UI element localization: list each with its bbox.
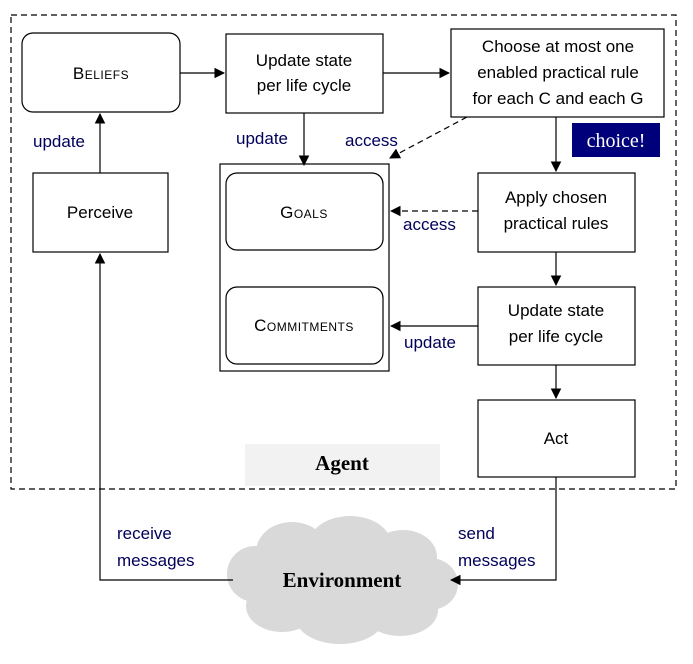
label-receive-line1: receive — [117, 524, 172, 543]
act-label: Act — [544, 429, 569, 448]
agent-label-bg — [245, 444, 440, 486]
goals-node — [225, 172, 384, 251]
commitments-node — [225, 286, 384, 365]
label-send-line1: send — [458, 524, 495, 543]
update-state-top-node — [225, 33, 384, 114]
label-update-commitments: update — [404, 333, 456, 352]
perceive-label: Perceive — [67, 203, 133, 222]
update-state-mid-node — [477, 286, 636, 366]
edge-environment-to-perceive — [94, 252, 233, 581]
choose-rule-line2: enabled practical rule — [477, 63, 639, 82]
label-update-beliefs: update — [33, 132, 85, 151]
apply-rules-line1: Apply chosen — [505, 188, 607, 207]
choose-rule-node — [450, 28, 665, 118]
commitments-label: Commitments — [254, 316, 354, 335]
perceive-node — [32, 172, 169, 253]
apply-rules-node — [477, 172, 636, 253]
label-access-goals-right: access — [403, 215, 456, 234]
goals-label: Goals — [280, 203, 328, 222]
environment-label: Environment — [283, 568, 402, 592]
label-receive-line2: messages — [117, 551, 194, 570]
update-state-top-line2: per life cycle — [257, 76, 351, 95]
agent-boundary — [10, 14, 677, 490]
update-state-top-line1: Update state — [256, 51, 352, 70]
update-state-mid-line1: Update state — [508, 301, 604, 320]
edge-choose-access-goals — [389, 116, 468, 159]
choice-badge — [572, 123, 660, 157]
edge-act-to-environment — [449, 477, 557, 586]
agent-label: Agent — [315, 451, 369, 475]
update-state-mid-line2: per life cycle — [509, 327, 603, 346]
choice-badge-label: choice! — [587, 130, 646, 152]
apply-rules-line2: practical rules — [504, 214, 609, 233]
choose-rule-line3: for each C and each G — [472, 89, 643, 108]
choose-rule-line1: Choose at most one — [482, 37, 634, 56]
label-send-line2: messages — [458, 551, 535, 570]
environment-cloud — [227, 516, 458, 644]
beliefs-label: Beliefs — [73, 64, 129, 83]
label-update-goals: update — [236, 129, 288, 148]
label-access-goals-top: access — [345, 131, 398, 150]
